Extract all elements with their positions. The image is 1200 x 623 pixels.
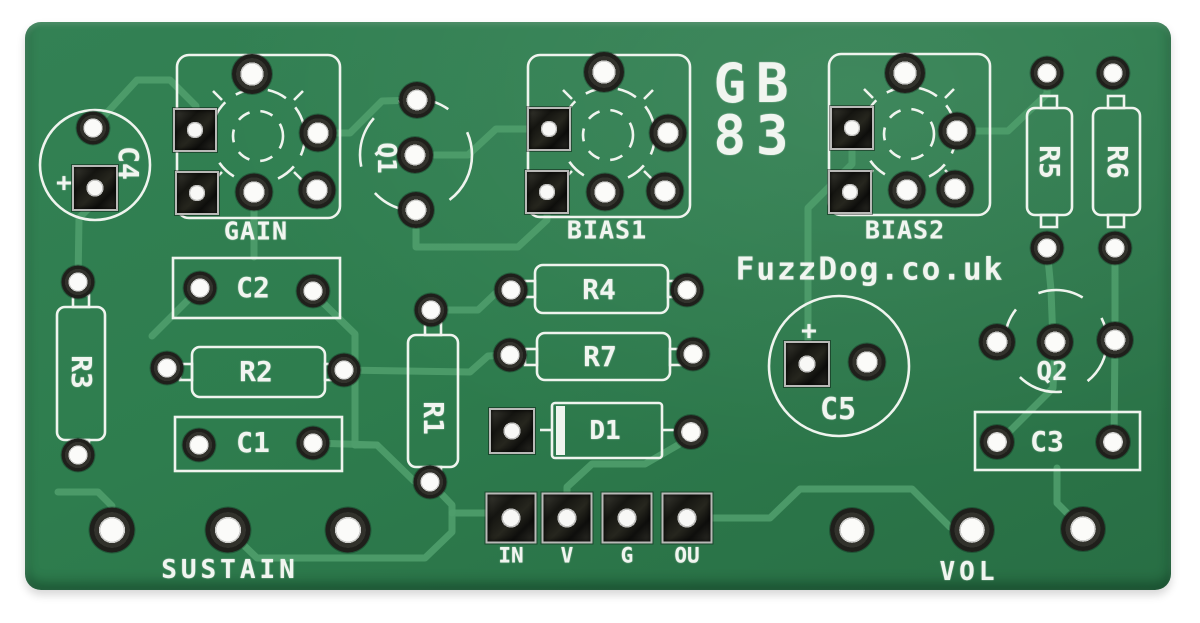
label-c5: C5	[819, 392, 857, 427]
pad-d1-cathode	[489, 408, 535, 454]
label-io-v: V	[560, 543, 574, 568]
label-c3: C3	[1030, 425, 1064, 458]
pad-gain-right2	[298, 171, 336, 209]
label-brand: FuzzDog.co.uk	[735, 251, 1005, 288]
pad-bias2-left1	[830, 106, 874, 150]
pad-bias2-left2	[828, 170, 872, 214]
label-bias1: BIAS1	[566, 215, 648, 245]
pad-c3-right	[1096, 425, 1130, 459]
pad-gain-left2	[175, 171, 219, 215]
pad-r3-bottom	[61, 438, 95, 472]
label-sustain: SUSTAIN	[161, 555, 299, 585]
pad-gain-top	[232, 54, 272, 94]
pad-vol-1	[830, 508, 874, 552]
pad-bias1-bottom	[586, 173, 624, 211]
pad-c1-left	[182, 428, 216, 462]
pad-r5-bottom	[1030, 231, 1064, 265]
label-vol: VOL	[939, 557, 999, 587]
label-r6: R6	[1101, 145, 1134, 179]
label-c4: C4	[112, 146, 145, 180]
pad-r1-top	[414, 293, 448, 327]
pad-c2-left	[183, 271, 217, 305]
label-r5: R5	[1033, 145, 1066, 179]
label-q1: Q1	[371, 142, 401, 174]
pad-gain-right1	[299, 114, 337, 152]
label-q2: Q2	[1036, 357, 1068, 387]
label-bias2: BIAS2	[864, 215, 946, 245]
pad-io-in	[485, 492, 537, 544]
pad-r5-top	[1030, 56, 1064, 90]
pad-bias2-top	[885, 53, 925, 93]
label-r7: R7	[583, 340, 617, 373]
pad-gain-bottom	[235, 173, 273, 211]
pad-r2-right	[327, 353, 361, 387]
pad-bias1-right2	[646, 172, 684, 210]
label-c2: C2	[236, 271, 270, 304]
pad-q1-2	[397, 137, 433, 173]
pad-io-ou	[661, 492, 713, 544]
label-c5-plus: +	[801, 316, 817, 346]
pad-vol-3	[1061, 507, 1105, 551]
label-gb: GB	[713, 52, 799, 115]
pad-bias1-left1	[527, 107, 571, 151]
pad-r7-left	[493, 338, 527, 372]
pad-c4-neg	[76, 111, 110, 145]
pad-c2-right	[296, 274, 330, 308]
pad-c1-right	[296, 426, 330, 460]
pad-bias2-right2	[936, 170, 974, 208]
pad-q1-1	[399, 82, 435, 118]
pad-r4-left	[494, 273, 528, 307]
label-c1: C1	[236, 426, 270, 459]
pad-r4-right	[670, 273, 704, 307]
pad-io-v	[541, 492, 593, 544]
pad-c3-left	[980, 425, 1014, 459]
pad-sustain-3	[325, 507, 371, 553]
pad-vol-2	[950, 508, 994, 552]
label-d1: D1	[589, 416, 621, 446]
label-io-g: G	[620, 543, 634, 568]
pad-c4-plus	[72, 165, 118, 211]
pad-q2-1	[979, 324, 1015, 360]
pad-sustain-2	[205, 507, 251, 553]
label-83: 83	[713, 104, 799, 167]
pad-gain-left1	[173, 108, 217, 152]
pad-q2-3	[1097, 322, 1133, 358]
label-io-ou: OU	[674, 543, 700, 568]
label-io-in: IN	[498, 543, 524, 568]
pad-q2-2	[1037, 324, 1073, 360]
pad-c5-plus	[784, 341, 830, 387]
pad-r6-top	[1096, 56, 1130, 90]
label-r1: R1	[417, 401, 450, 435]
pad-bias1-right1	[649, 114, 687, 152]
pad-bias1-top	[584, 52, 624, 92]
pad-c5-neg	[848, 343, 886, 381]
label-r3: R3	[65, 355, 98, 389]
pad-bias1-left2	[525, 170, 569, 214]
label-r4: R4	[582, 273, 616, 306]
pad-r6-bottom	[1098, 231, 1132, 265]
pad-r7-right	[676, 337, 710, 371]
pad-bias2-right1	[938, 112, 976, 150]
pad-q1-3	[398, 192, 434, 228]
label-gain: GAIN	[223, 216, 289, 246]
pad-r1-bottom	[413, 465, 447, 499]
pad-r3-top	[61, 265, 95, 299]
pad-r2-left	[150, 351, 184, 385]
pad-sustain-1	[89, 507, 135, 553]
pad-io-g	[601, 492, 653, 544]
label-r2: R2	[239, 355, 273, 388]
label-c4-plus: +	[56, 168, 72, 198]
pad-bias2-bottom	[888, 171, 926, 209]
pad-d1-anode	[674, 415, 708, 449]
